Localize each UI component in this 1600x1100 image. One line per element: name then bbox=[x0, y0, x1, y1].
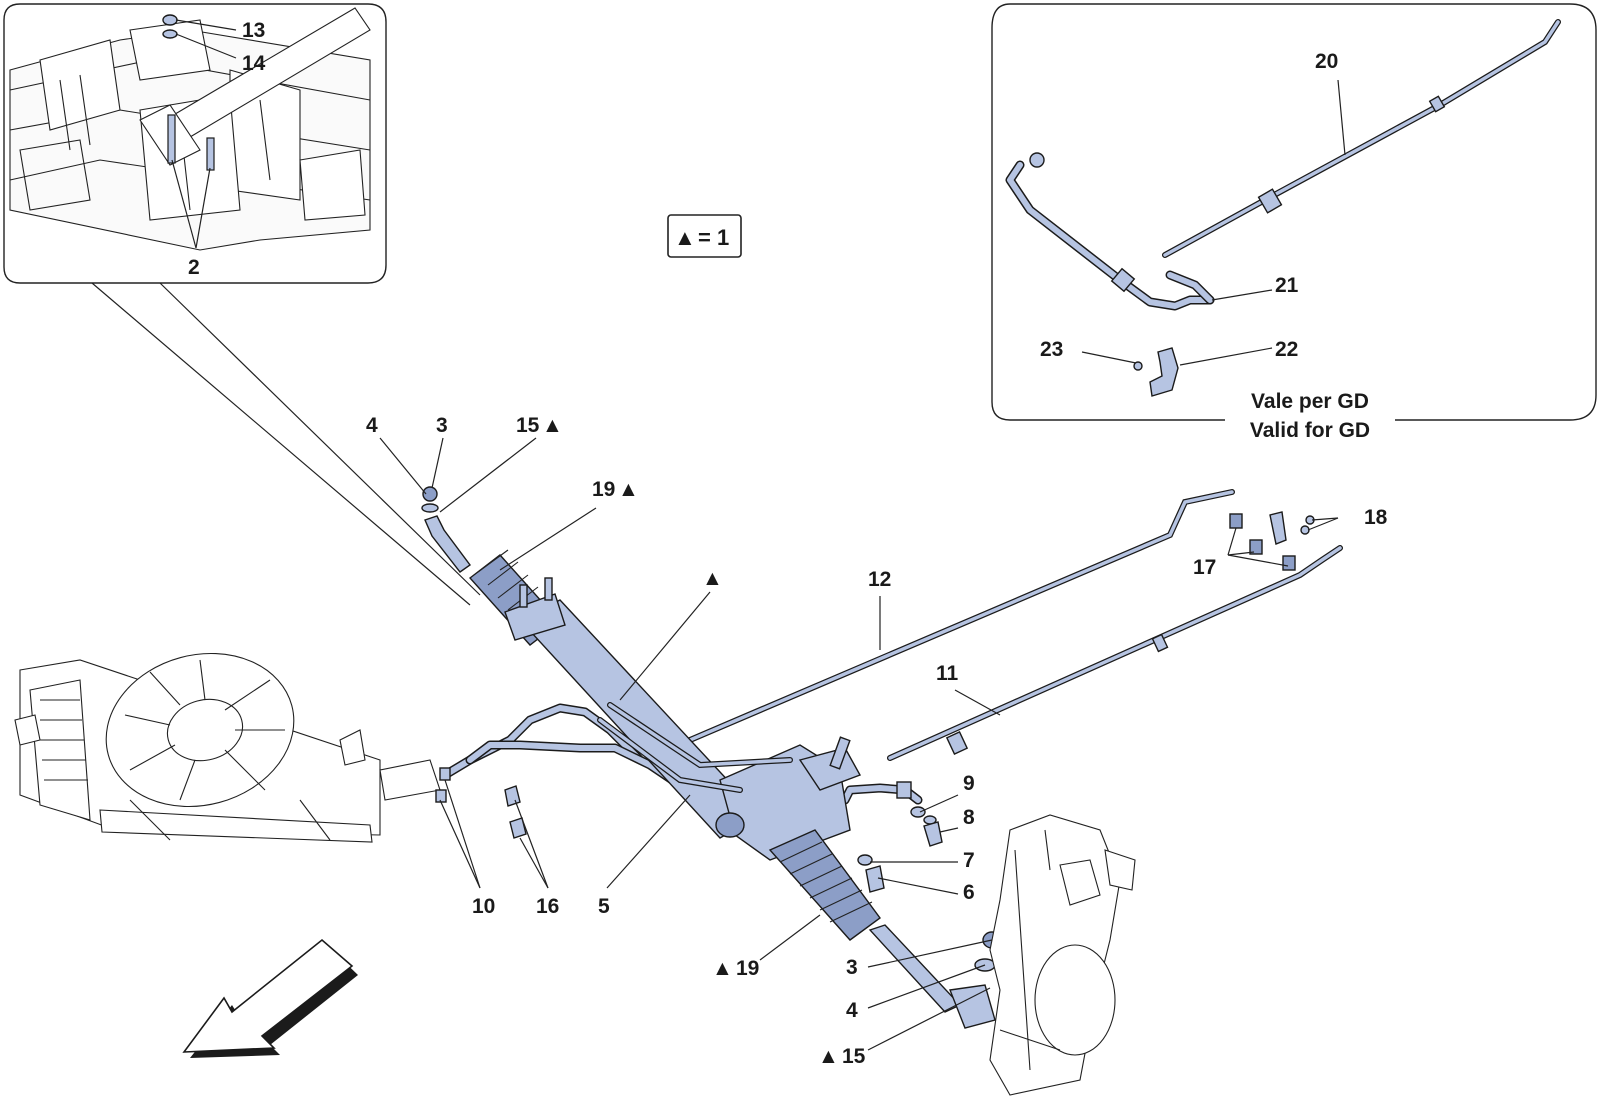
triangle-marker-19-bottom: ▲ bbox=[712, 957, 733, 980]
label-6: 6 bbox=[963, 881, 975, 904]
label-4-top: 4 bbox=[366, 414, 378, 437]
label-21: 21 bbox=[1275, 274, 1299, 297]
label-16: 16 bbox=[536, 895, 559, 918]
label-13: 13 bbox=[242, 19, 265, 42]
label-15-top: 15 bbox=[516, 414, 540, 437]
label-8: 8 bbox=[963, 806, 975, 829]
label-11: 11 bbox=[936, 662, 959, 685]
label-12: 12 bbox=[868, 568, 891, 591]
triangle-marker-rack: ▲ bbox=[702, 567, 723, 590]
legend-equals: = 1 bbox=[698, 225, 729, 250]
gd-inset bbox=[991, 3, 1597, 421]
label-20: 20 bbox=[1315, 50, 1338, 73]
label-10: 10 bbox=[472, 895, 495, 918]
label-17: 17 bbox=[1193, 556, 1216, 579]
label-19-top: 19 bbox=[592, 478, 615, 501]
triangle-marker-19-top: ▲ bbox=[618, 478, 639, 501]
label-18: 18 bbox=[1364, 506, 1388, 529]
gd-note-line2: Valid for GD bbox=[1250, 419, 1370, 442]
label-4-bottom: 4 bbox=[846, 999, 858, 1022]
label-7: 7 bbox=[963, 849, 975, 872]
triangle-marker-15-bottom: ▲ bbox=[818, 1045, 839, 1068]
label-22: 22 bbox=[1275, 338, 1298, 361]
direction-arrow bbox=[182, 938, 358, 1058]
label-3-bottom: 3 bbox=[846, 956, 858, 979]
legend-symbol: ▲ bbox=[674, 225, 696, 250]
label-5: 5 bbox=[598, 895, 610, 918]
radiator-fan-assembly bbox=[14, 652, 441, 843]
steering-rack bbox=[421, 486, 1002, 1029]
mounting-detail-inset bbox=[3, 3, 387, 284]
steering-knuckle bbox=[989, 814, 1136, 1096]
gd-note-line1: Vale per GD bbox=[1251, 390, 1369, 413]
label-2: 2 bbox=[188, 256, 200, 279]
label-15-bottom: 15 bbox=[842, 1045, 866, 1068]
legend-box: ▲ = 1 bbox=[667, 214, 742, 258]
label-19-bottom: 19 bbox=[736, 957, 759, 980]
label-9: 9 bbox=[963, 772, 975, 795]
label-23: 23 bbox=[1040, 338, 1063, 361]
triangle-marker-15-top: ▲ bbox=[542, 414, 563, 437]
label-14: 14 bbox=[242, 52, 266, 75]
label-3-top: 3 bbox=[436, 414, 448, 437]
